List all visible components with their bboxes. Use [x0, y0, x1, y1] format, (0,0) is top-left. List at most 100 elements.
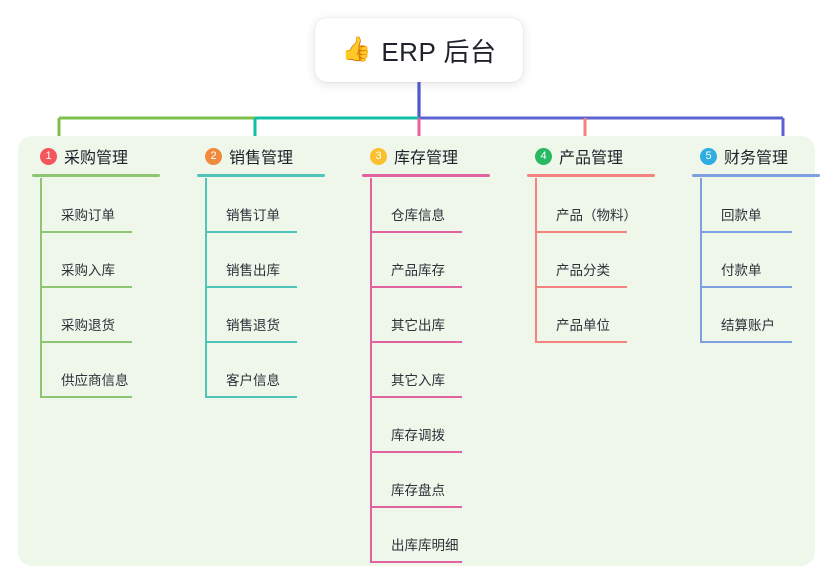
leaf-label: 产品分类: [556, 263, 610, 278]
leaf-list: 采购订单采购入库采购退货供应商信息: [32, 178, 197, 398]
leaf-item[interactable]: 其它出库: [362, 288, 527, 343]
leaf-item[interactable]: 库存调拨: [362, 398, 527, 453]
branch-header-4[interactable]: 4 产品管理: [527, 136, 692, 177]
leaf-underline: [700, 341, 792, 343]
branch-title-3: 库存管理: [394, 150, 459, 167]
branch-column-5: 5 财务管理回款单付款单结算账户: [692, 136, 839, 343]
branch-badge-4: 4: [535, 147, 552, 165]
leaf-label: 采购入库: [61, 263, 115, 278]
branch-title-5: 财务管理: [724, 150, 789, 167]
branch-title-4: 产品管理: [559, 150, 624, 167]
leaf-label: 产品（物料）: [556, 208, 637, 223]
branch-underline-1: [32, 174, 160, 177]
leaf-underline: [40, 231, 132, 233]
leaf-underline: [700, 231, 792, 233]
leaf-label: 销售出库: [226, 263, 280, 278]
branch-title-1: 采购管理: [64, 150, 129, 167]
leaf-label: 其它出库: [391, 318, 445, 333]
leaf-label: 客户信息: [226, 373, 280, 388]
leaf-item[interactable]: 产品分类: [527, 233, 692, 288]
leaf-label: 出库库明细: [391, 538, 459, 553]
leaf-label: 供应商信息: [61, 373, 129, 388]
leaf-list: 销售订单销售出库销售退货客户信息: [197, 178, 362, 398]
leaf-underline: [205, 396, 297, 398]
leaf-item[interactable]: 回款单: [692, 178, 839, 233]
branch-column-1: 1 采购管理采购订单采购入库采购退货供应商信息: [32, 136, 197, 398]
leaf-item[interactable]: 客户信息: [197, 343, 362, 398]
branch-column-4: 4 产品管理产品（物料） 产品分类产品单位: [527, 136, 692, 343]
leaf-label: 采购订单: [61, 208, 115, 223]
branch-badge-1: 1: [40, 147, 57, 165]
leaf-item[interactable]: 供应商信息: [32, 343, 197, 398]
root-title: ERP 后台: [381, 36, 497, 67]
branch-header-5[interactable]: 5 财务管理: [692, 136, 839, 177]
branch-spine-3: [370, 178, 372, 563]
leaf-item[interactable]: 采购入库: [32, 233, 197, 288]
leaf-item[interactable]: 库存盘点: [362, 453, 527, 508]
branch-header-2[interactable]: 2 销售管理: [197, 136, 362, 177]
leaf-underline: [535, 341, 627, 343]
leaf-item[interactable]: 采购退货: [32, 288, 197, 343]
leaf-item[interactable]: 产品单位: [527, 288, 692, 343]
leaf-item[interactable]: 销售退货: [197, 288, 362, 343]
leaf-label: 产品库存: [391, 263, 445, 278]
leaf-underline: [205, 231, 297, 233]
leaf-underline: [205, 286, 297, 288]
branch-badge-2: 2: [205, 147, 222, 165]
leaf-item[interactable]: 结算账户: [692, 288, 839, 343]
thumbs-up-icon: 👍: [341, 36, 372, 63]
diagram-panel: [18, 136, 815, 566]
branch-header-1[interactable]: 1 采购管理: [32, 136, 197, 177]
leaf-label: 销售订单: [226, 208, 280, 223]
leaf-list: 产品（物料） 产品分类产品单位: [527, 178, 692, 343]
branch-spine-1: [40, 178, 42, 398]
leaf-label: 仓库信息: [391, 208, 445, 223]
leaf-item[interactable]: 出库库明细: [362, 508, 527, 563]
leaf-underline: [205, 341, 297, 343]
leaf-item[interactable]: 销售订单: [197, 178, 362, 233]
branch-columns: 1 采购管理采购订单采购入库采购退货供应商信息 2 销售管理销售订单销售出库销售退货客…: [18, 136, 820, 566]
leaf-item[interactable]: 采购订单: [32, 178, 197, 233]
branch-spine-5: [700, 178, 702, 343]
leaf-list: 仓库信息产品库存其它出库其它入库库存调拨库存盘点出库库明细: [362, 178, 527, 563]
branch-title-2: 销售管理: [229, 150, 294, 167]
leaf-item[interactable]: 产品库存: [362, 233, 527, 288]
leaf-underline: [370, 506, 462, 508]
leaf-underline: [40, 341, 132, 343]
leaf-underline: [535, 231, 627, 233]
branch-underline-5: [692, 174, 820, 177]
branch-spine-4: [535, 178, 537, 343]
leaf-underline: [370, 451, 462, 453]
leaf-label: 结算账户: [721, 318, 775, 333]
branch-underline-2: [197, 174, 325, 177]
branch-underline-3: [362, 174, 490, 177]
leaf-item[interactable]: 仓库信息: [362, 178, 527, 233]
root-node[interactable]: 👍 ERP 后台: [315, 18, 523, 82]
leaf-underline: [370, 231, 462, 233]
branch-underline-4: [527, 174, 655, 177]
leaf-item[interactable]: 付款单: [692, 233, 839, 288]
leaf-label: 采购退货: [61, 318, 115, 333]
leaf-item[interactable]: 产品（物料）: [527, 178, 692, 233]
leaf-label: 库存调拨: [391, 428, 445, 443]
leaf-label: 产品单位: [556, 318, 610, 333]
leaf-underline: [370, 286, 462, 288]
leaf-item[interactable]: 销售出库: [197, 233, 362, 288]
branch-badge-5: 5: [700, 147, 717, 165]
leaf-label: 库存盘点: [391, 483, 445, 498]
leaf-item[interactable]: 其它入库: [362, 343, 527, 398]
leaf-underline: [535, 286, 627, 288]
leaf-underline: [40, 286, 132, 288]
leaf-label: 回款单: [721, 208, 762, 223]
leaf-underline: [370, 341, 462, 343]
leaf-underline: [700, 286, 792, 288]
leaf-underline: [40, 396, 132, 398]
leaf-underline: [370, 396, 462, 398]
leaf-underline: [370, 561, 462, 563]
leaf-list: 回款单付款单结算账户: [692, 178, 839, 343]
branch-column-2: 2 销售管理销售订单销售出库销售退货客户信息: [197, 136, 362, 398]
branch-spine-2: [205, 178, 207, 398]
